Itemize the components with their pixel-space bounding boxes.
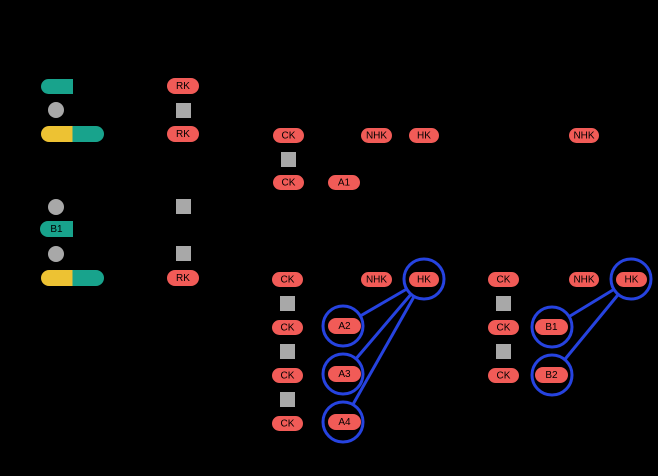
rk-pill-3-label: RK xyxy=(176,273,190,284)
ck-pill-a-1 xyxy=(272,272,303,287)
a4-pill-label: A4 xyxy=(338,417,351,428)
nhk-pill-b xyxy=(569,272,599,287)
hk-pill-b-label: HK xyxy=(625,275,639,286)
split-domain-1-left-segment xyxy=(41,126,73,142)
ck-pill-b-2-label: CK xyxy=(497,323,511,334)
gray-circle-1 xyxy=(48,102,64,118)
hk-pill-top xyxy=(409,128,439,143)
gray-square-7 xyxy=(280,392,295,407)
rk-pill-2 xyxy=(167,126,199,142)
a3-pill-label: A3 xyxy=(338,369,351,380)
ck-pill-b-2 xyxy=(488,320,519,335)
ck-pill-a-3-label: CK xyxy=(281,371,295,382)
b1-pill-label: B1 xyxy=(545,322,558,333)
ck-pill-b-3 xyxy=(488,368,519,383)
ck-pill-b-1-label: CK xyxy=(497,275,511,286)
ck-pill-top-1 xyxy=(273,128,304,143)
rk-pill-2-label: RK xyxy=(176,129,190,140)
gray-square-5 xyxy=(280,296,295,311)
split-domain-1-right-segment xyxy=(72,126,104,142)
hk-pill-a-label: HK xyxy=(417,275,431,286)
gray-square-3 xyxy=(176,246,191,261)
teal-domain-top xyxy=(41,79,73,94)
rk-pill-3 xyxy=(167,270,199,286)
b1-pill xyxy=(535,319,568,335)
a4-pill xyxy=(328,414,361,430)
hk-pill-b xyxy=(616,272,647,287)
ck-pill-a-1-label: CK xyxy=(281,275,295,286)
split-domain-2-left-segment xyxy=(41,270,73,286)
a3-pill xyxy=(328,366,361,382)
ck-pill-top-2 xyxy=(273,175,304,190)
ck-pill-b-3-label: CK xyxy=(497,371,511,382)
hk-pill-a xyxy=(409,272,439,287)
gray-square-6 xyxy=(280,344,295,359)
a2-pill-label: A2 xyxy=(338,321,351,332)
split-domain-2-right-segment xyxy=(72,270,104,286)
ck-pill-a-4-label: CK xyxy=(281,419,295,430)
nhk-pill-top-1 xyxy=(361,128,392,143)
gray-square-1 xyxy=(176,103,191,118)
b2-pill xyxy=(535,367,568,383)
rk-pill-1-label: RK xyxy=(176,81,190,92)
nhk-pill-a xyxy=(361,272,392,287)
gray-circle-2 xyxy=(48,199,64,215)
gray-square-9 xyxy=(496,344,511,359)
ck-pill-b-1 xyxy=(488,272,519,287)
a1-pill xyxy=(328,175,360,190)
gray-circle-3 xyxy=(48,246,64,262)
nhk-pill-top-1-label: NHK xyxy=(366,131,387,142)
gray-square-8 xyxy=(496,296,511,311)
ck-pill-a-4 xyxy=(272,416,303,431)
b1-teal-domain xyxy=(40,221,73,237)
ck-pill-top-1-label: CK xyxy=(282,131,296,142)
nhk-pill-a-label: NHK xyxy=(366,275,387,286)
a2-pill xyxy=(328,318,361,334)
ck-pill-a-3 xyxy=(272,368,303,383)
hk-pill-top-label: HK xyxy=(417,131,431,142)
nhk-pill-b-label: NHK xyxy=(573,275,594,286)
a1-pill-label: A1 xyxy=(338,178,351,189)
b2-pill-label: B2 xyxy=(545,370,558,381)
ck-pill-a-2-label: CK xyxy=(281,323,295,334)
nhk-pill-top-2 xyxy=(569,128,599,143)
ck-pill-top-2-label: CK xyxy=(282,178,296,189)
b1-teal-domain-label: B1 xyxy=(50,224,63,235)
hk-a-to-a4-link xyxy=(341,278,426,423)
gray-square-4 xyxy=(281,152,296,167)
nhk-pill-top-2-label: NHK xyxy=(573,131,594,142)
rk-pill-1 xyxy=(167,78,199,94)
ck-pill-a-2 xyxy=(272,320,303,335)
gray-square-2 xyxy=(176,199,191,214)
